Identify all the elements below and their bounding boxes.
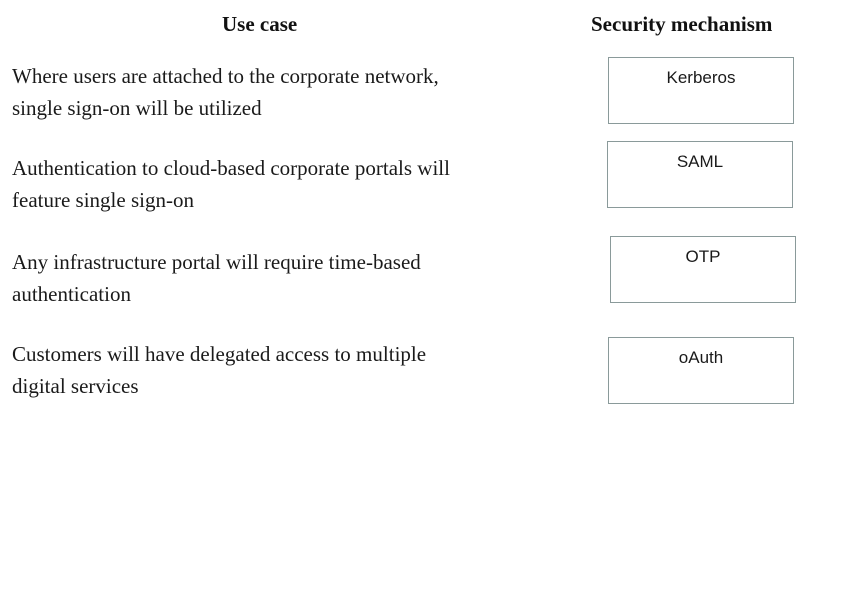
mechanism-label: OTP <box>685 247 721 266</box>
use-case-text: Authentication to cloud-based corporate … <box>12 152 572 216</box>
use-case-text: Customers will have delegated access to … <box>12 338 572 402</box>
security-mechanism-header: Security mechanism <box>591 12 773 36</box>
use-case-header: Use case <box>222 12 298 36</box>
use-case-line: authentication <box>12 282 131 306</box>
security-mechanism-box[interactable]: SAML <box>607 141 793 208</box>
use-case-line: Any infrastructure portal will require t… <box>12 250 421 274</box>
use-case-text: Where users are attached to the corporat… <box>12 60 572 124</box>
mechanism-label: SAML <box>676 152 724 171</box>
use-case-line: Authentication to cloud-based corporate … <box>12 156 450 180</box>
use-case-line: Where users are attached to the corporat… <box>12 64 439 88</box>
use-case-text: Any infrastructure portal will require t… <box>12 246 572 310</box>
use-case-line: single sign-on will be utilized <box>12 96 262 120</box>
security-mechanism-box[interactable]: oAuth <box>608 337 794 404</box>
security-mechanism-box[interactable]: Kerberos <box>608 57 794 124</box>
security-mechanism-box[interactable]: OTP <box>610 236 796 303</box>
use-case-line: feature single sign-on <box>12 188 194 212</box>
use-case-line: digital services <box>12 374 139 398</box>
mechanism-label: Kerberos <box>666 68 736 87</box>
use-case-line: Customers will have delegated access to … <box>12 342 427 366</box>
mechanism-label: oAuth <box>678 348 724 367</box>
